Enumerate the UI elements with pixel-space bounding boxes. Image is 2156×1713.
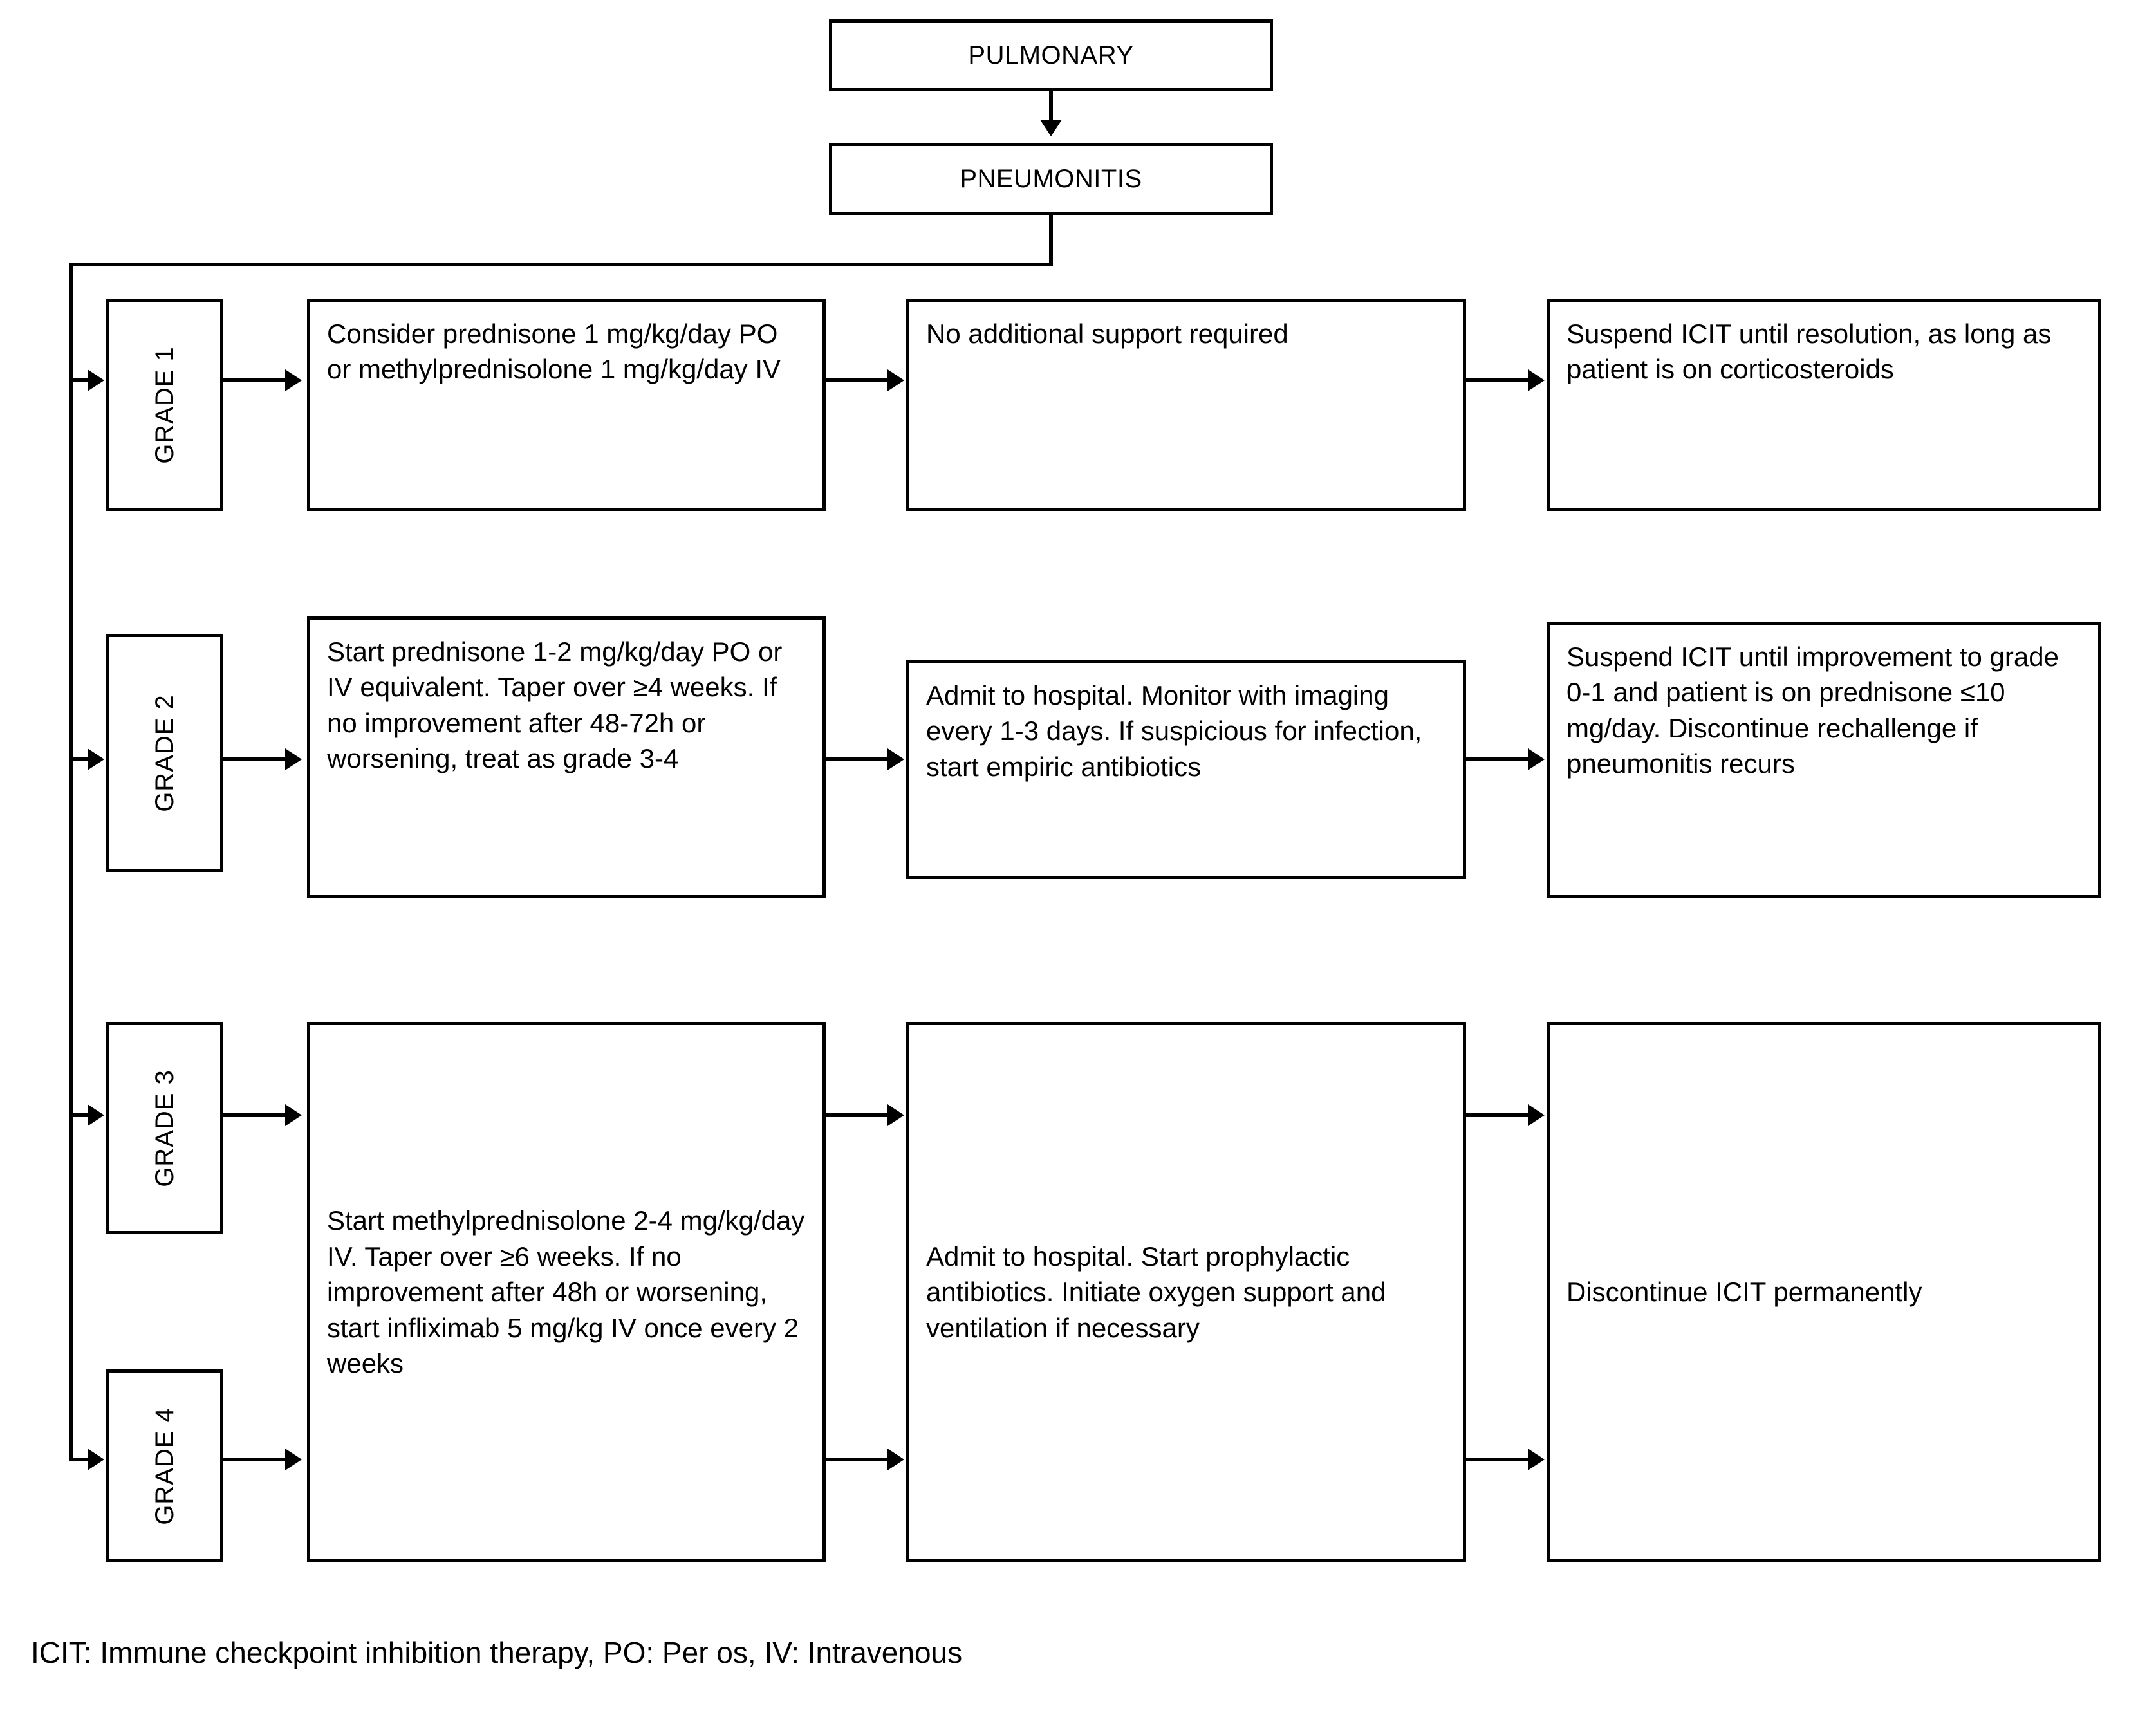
trunk-drop-from-pneumonitis: [1049, 215, 1053, 266]
treatment-text-grade-3-4: Start methylprednisolone 2-4 mg/kg/day I…: [327, 1205, 805, 1379]
footer-legend: ICIT: Immune checkpoint inhibition thera…: [31, 1634, 962, 1672]
footer-legend-text: ICIT: Immune checkpoint inhibition thera…: [31, 1636, 963, 1669]
grade-box-1: GRADE 1: [106, 299, 223, 511]
connector-treatment34-to-support-upper: [826, 1113, 890, 1117]
arrowhead-grade-1: [88, 369, 104, 391]
icit-box-grade-3-4: Discontinue ICIT permanently: [1547, 1022, 2101, 1562]
support-box-grade-1: No additional support required: [906, 299, 1466, 511]
arrowhead-icit-grade2: [1528, 748, 1545, 770]
grade-label-3: GRADE 3: [150, 1069, 179, 1187]
branch-line-grade-4: [69, 1458, 90, 1461]
support-box-grade-3-4: Admit to hospital. Start prophylactic an…: [906, 1022, 1466, 1562]
arrowhead-icit-grade1: [1528, 369, 1545, 391]
treatment-text-grade-2: Start prednisone 1-2 mg/kg/day PO or IV …: [327, 636, 783, 774]
icit-text-grade-1: Suspend ICIT until resolution, as long a…: [1566, 319, 2052, 385]
connector-support1-to-icit: [1466, 378, 1530, 382]
header-label-pulmonary: PULMONARY: [968, 41, 1134, 69]
support-text-grade-2: Admit to hospital. Monitor with imaging …: [926, 680, 1422, 782]
arrowhead-pneumonitis: [1040, 120, 1062, 136]
branch-line-grade-3: [69, 1113, 90, 1117]
connector-support34-to-icit-upper: [1466, 1113, 1530, 1117]
icit-text-grade-3-4: Discontinue ICIT permanently: [1566, 1277, 1922, 1308]
header-box-pulmonary: PULMONARY: [829, 19, 1273, 91]
connector-support34-to-icit-lower: [1466, 1458, 1530, 1461]
grade-box-2: GRADE 2: [106, 634, 223, 872]
arrowhead-grade-4: [88, 1449, 104, 1470]
grade-label-4: GRADE 4: [150, 1407, 179, 1525]
treatment-box-grade-1: Consider prednisone 1 mg/kg/day PO or me…: [307, 299, 826, 511]
connector-grade4-to-treatment: [223, 1458, 288, 1461]
connector-pulmonary-to-pneumonitis: [1049, 91, 1053, 122]
grade-box-3: GRADE 3: [106, 1022, 223, 1234]
connector-support2-to-icit: [1466, 757, 1530, 761]
arrowhead-icit-grade3: [1528, 1104, 1545, 1126]
connector-treatment2-to-support: [826, 757, 890, 761]
connector-grade3-to-treatment: [223, 1113, 288, 1117]
header-box-pneumonitis: PNEUMONITIS: [829, 143, 1273, 215]
grade-label-2: GRADE 2: [150, 694, 179, 812]
arrowhead-grade-2: [88, 748, 104, 770]
support-text-grade-3-4: Admit to hospital. Start prophylactic an…: [926, 1241, 1386, 1343]
grade-box-4: GRADE 4: [106, 1369, 223, 1562]
arrowhead-support-grade1: [887, 369, 904, 391]
connector-grade1-to-treatment: [223, 378, 288, 382]
connector-treatment1-to-support: [826, 378, 890, 382]
support-text-grade-1: No additional support required: [926, 319, 1288, 349]
header-label-pneumonitis: PNEUMONITIS: [960, 165, 1142, 193]
treatment-text-grade-1: Consider prednisone 1 mg/kg/day PO or me…: [327, 319, 781, 385]
connector-treatment34-to-support-lower: [826, 1458, 890, 1461]
icit-box-grade-2: Suspend ICIT until improvement to grade …: [1547, 622, 2101, 898]
arrowhead-grade1-treatment: [285, 369, 302, 391]
arrowhead-grade3-treatment: [285, 1104, 302, 1126]
support-box-grade-2: Admit to hospital. Monitor with imaging …: [906, 660, 1466, 879]
arrowhead-icit-grade4: [1528, 1449, 1545, 1470]
branch-line-grade-1: [69, 378, 90, 382]
arrowhead-support-grade2: [887, 748, 904, 770]
grade-label-1: GRADE 1: [150, 346, 179, 464]
arrowhead-grade-3: [88, 1104, 104, 1126]
trunk-vertical: [69, 263, 73, 1459]
trunk-horizontal: [69, 263, 1053, 266]
treatment-box-grade-2: Start prednisone 1-2 mg/kg/day PO or IV …: [307, 616, 826, 898]
branch-line-grade-2: [69, 757, 90, 761]
icit-text-grade-2: Suspend ICIT until improvement to grade …: [1566, 642, 2059, 779]
treatment-box-grade-3-4: Start methylprednisolone 2-4 mg/kg/day I…: [307, 1022, 826, 1562]
connector-grade2-to-treatment: [223, 757, 288, 761]
arrowhead-grade4-treatment: [285, 1449, 302, 1470]
arrowhead-support-grade4: [887, 1449, 904, 1470]
icit-box-grade-1: Suspend ICIT until resolution, as long a…: [1547, 299, 2101, 511]
arrowhead-support-grade3: [887, 1104, 904, 1126]
arrowhead-grade2-treatment: [285, 748, 302, 770]
